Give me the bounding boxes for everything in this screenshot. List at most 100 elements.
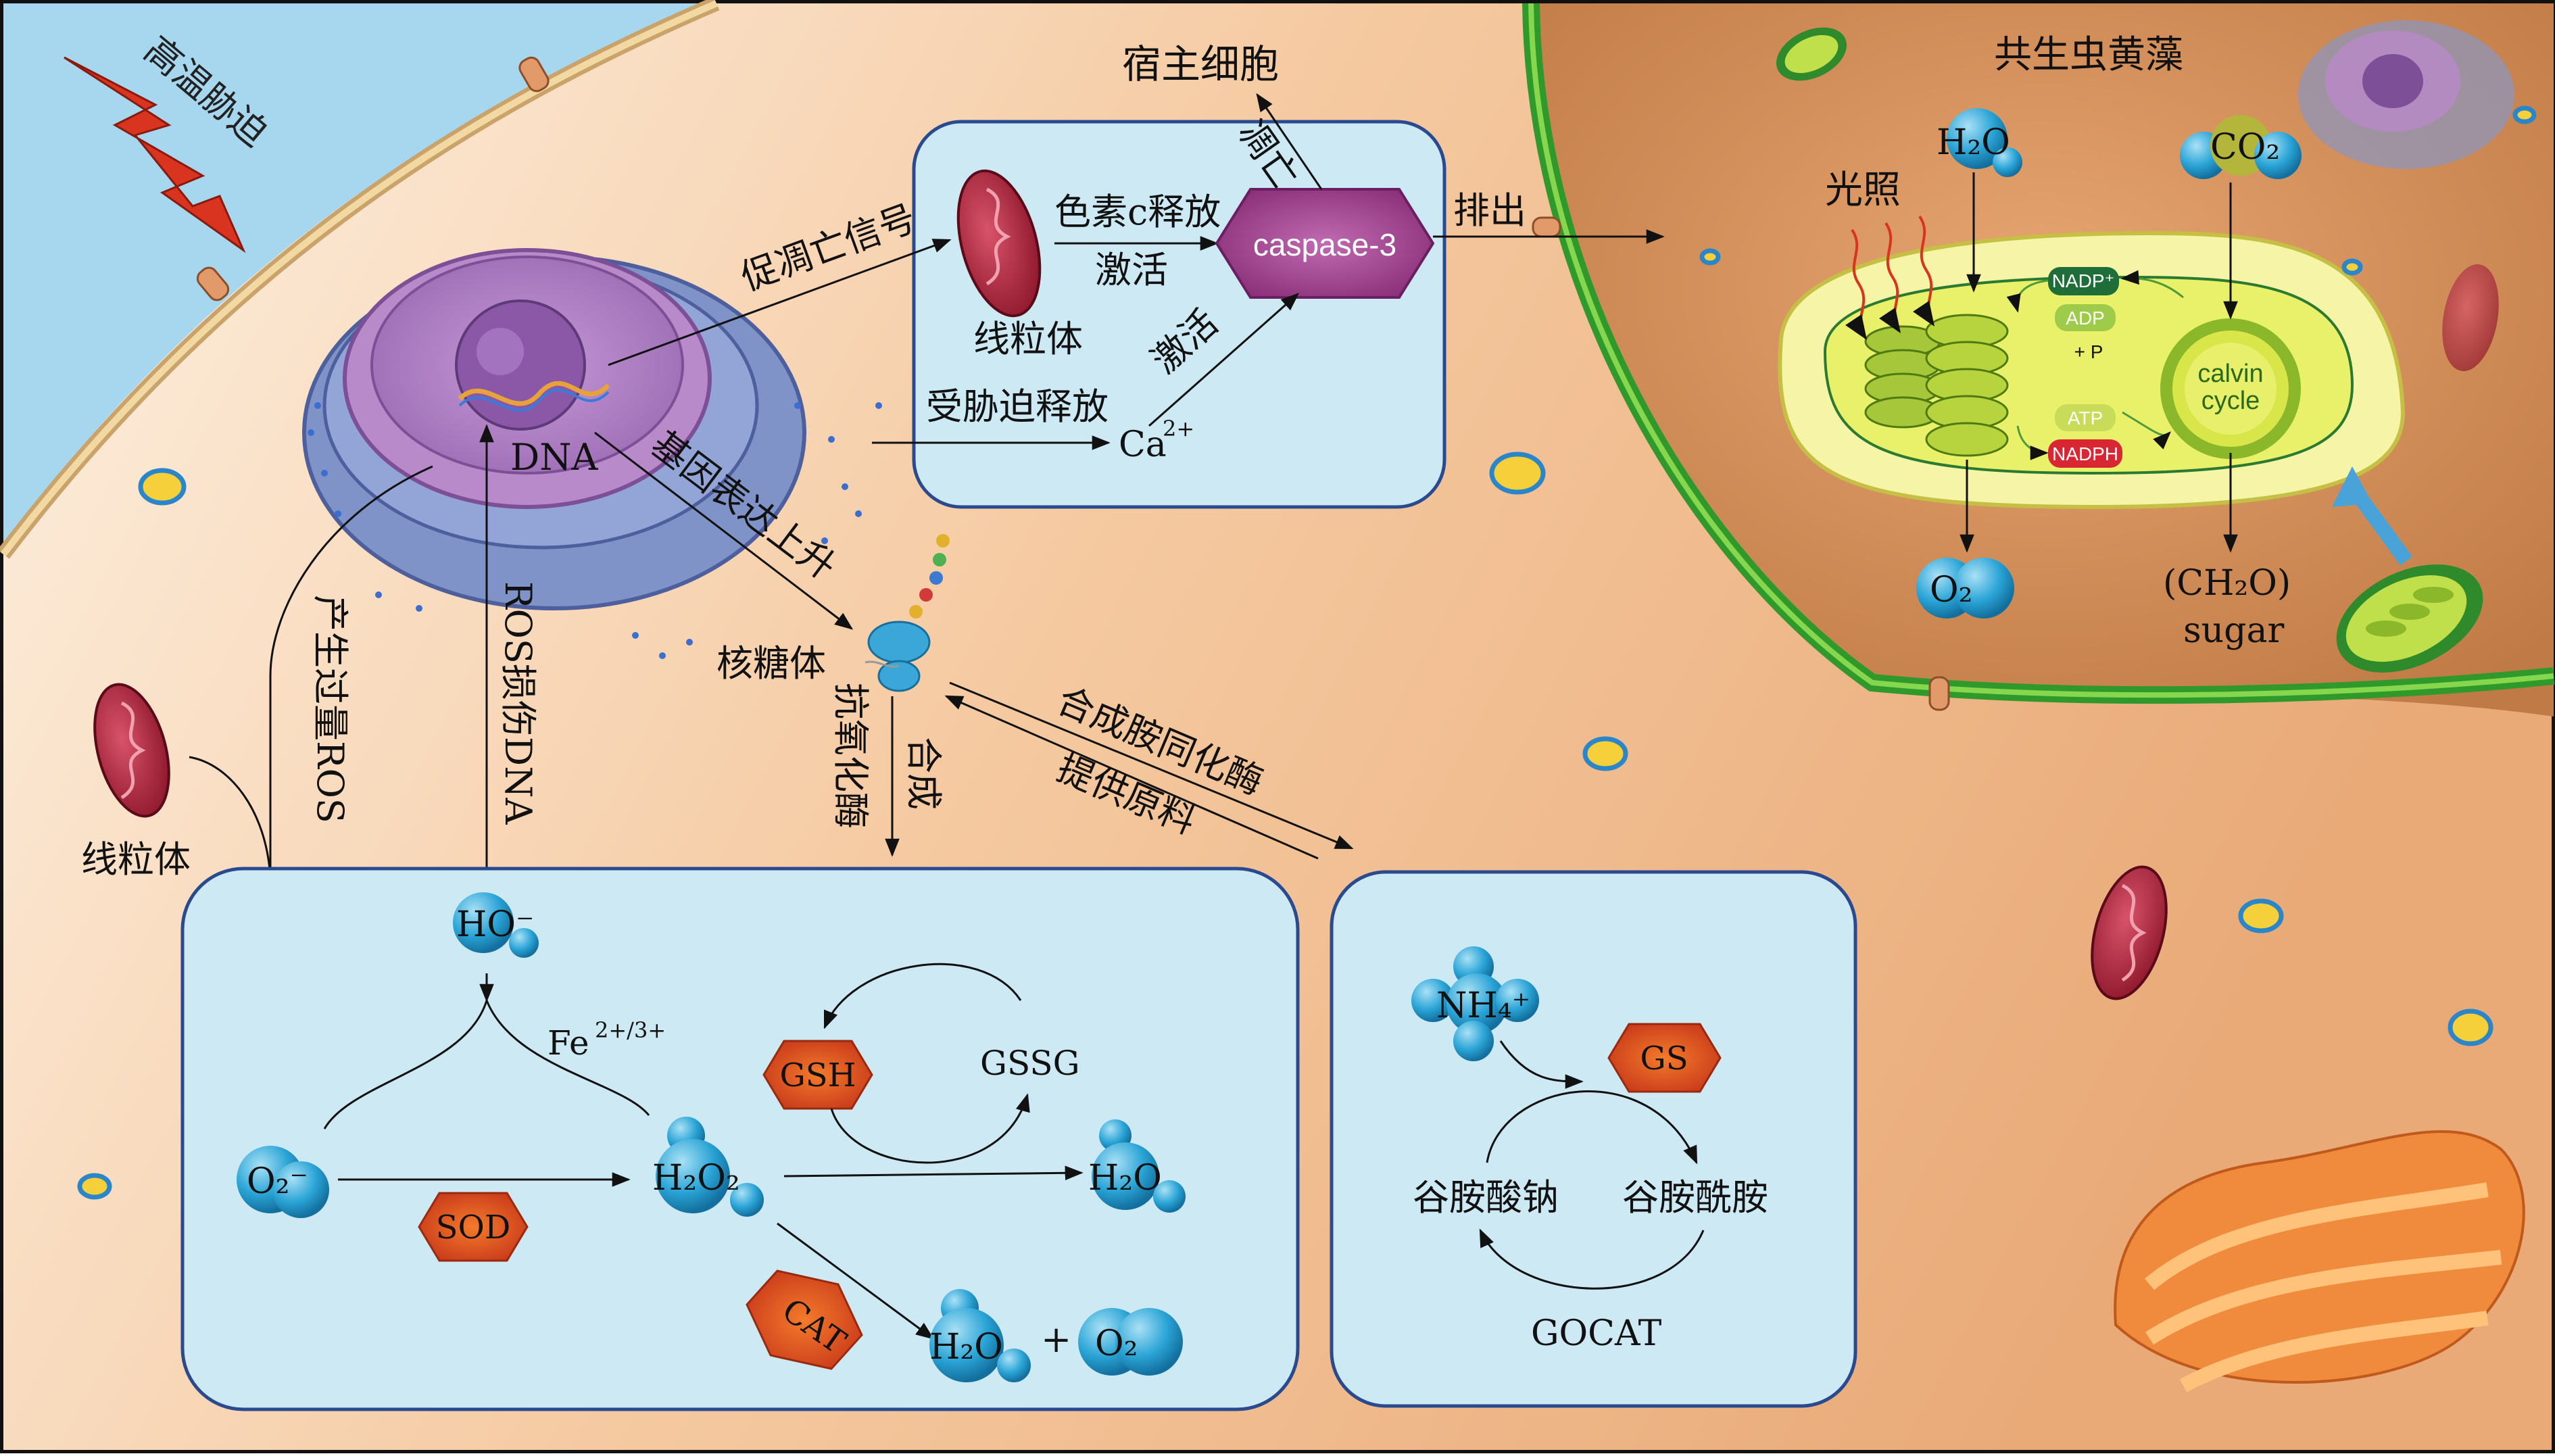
calcium-label: Ca [1119,424,1167,465]
caspase-label: caspase-3 [1253,227,1396,262]
co2-molecule [2180,115,2302,179]
calvin-cycle-icon [2160,318,2301,459]
hydrogen-peroxide-molecule [656,1117,764,1217]
arrow [1479,1228,1705,1290]
h2o-b-label: H₂O [929,1327,1003,1367]
o2-b-label: O₂ [1095,1324,1138,1364]
arrow [1148,293,1300,427]
small-chloroplast-icon [1776,27,1847,81]
excrete-label: 排出 [1453,189,1526,232]
ros-damage-label: ROS损伤DNA [497,581,539,825]
mitochondrion-icon [956,169,1042,318]
golgi-icon [2114,1130,2525,1392]
mitochondrion-icon [2442,264,2499,372]
arrow [823,963,1022,1029]
chloroplast-icon [2336,564,2483,673]
calvin-label: calvin [2197,360,2263,388]
sugar-label: sugar [2183,610,2284,651]
caspase-3-node [1215,188,1435,299]
arrow [608,239,952,366]
membrane-channel [1532,216,1950,711]
nh4-label: NH₄⁺ [1436,986,1530,1026]
gs-label: GS [1640,1040,1688,1077]
heat-stress-icon [64,56,246,253]
nucleus-er-icon [302,248,806,610]
mitochondrion-icon [93,683,170,818]
arrow [263,465,433,1100]
ho-label: HO⁻ [456,904,534,945]
ammonium-molecule [1411,946,1539,1061]
mitochondrion-icon [2091,865,2168,1000]
atp-badge [2055,404,2116,431]
glutamine-label: 谷胺酰胺 [1622,1176,1768,1219]
ribosome-label: 核糖体 [716,642,826,685]
mito-label-left: 线粒体 [81,838,191,881]
arrow [485,1000,650,1116]
fe-sup: 2+/3+ [595,1017,666,1043]
co2-label: CO₂ [2210,127,2280,168]
sod-label: SOD [436,1209,511,1246]
stress-release-label: 受胁迫释放 [926,385,1109,428]
nadp-label: NADP⁺ [2052,270,2115,291]
h2o-a-label: H₂O [1088,1158,1162,1198]
symbiont-label: 共生虫黄藻 [1994,33,2183,77]
water-molecule [1947,108,2022,177]
water-molecule [1092,1119,1186,1213]
o2-minus-label: O₂⁻ [247,1161,308,1202]
external-environment [3,3,710,548]
adp-badge [2055,304,2116,331]
nadph-badge [2048,439,2122,468]
nadp-badge [2048,267,2119,295]
oxygen-molecule [1916,558,2014,618]
oxygen-molecule [1078,1308,1183,1376]
gsh-label: GSH [779,1057,856,1094]
dna-label: DNA [510,436,599,479]
excess-ros-label: 产生过量ROS [309,595,351,823]
h2o2-label: H₂O₂ [652,1158,740,1198]
superoxide-molecule [237,1146,329,1218]
light-icon [1845,215,1934,340]
arrow [1256,93,1323,190]
thylakoid-stack [1864,314,2009,457]
er-dots [308,402,882,659]
plus-label: + [1041,1318,1071,1361]
arrow [783,1165,1084,1181]
adp-label: ADP [2066,308,2105,329]
antioxidant-box [180,867,1300,1411]
arrow [830,1093,1030,1164]
host-cell-label: 宿主细胞 [1122,41,1279,87]
water-molecule [929,1289,1031,1382]
gssg-label: GSSG [980,1044,1080,1083]
pi-label: + P [2074,341,2103,362]
sod-node [418,1192,529,1262]
atp-label: ATP [2068,408,2103,429]
synthesize-label: 合成 [902,737,945,810]
gsh-node [762,1040,873,1110]
arrow [944,695,1319,860]
glutamate-label: 谷胺酸钠 [1413,1176,1559,1219]
fe-label: Fe [548,1023,589,1063]
arrow [189,756,272,879]
arrow [777,1222,935,1340]
sugar-formula-label: (CH₂O) [2163,563,2291,604]
membrane-channel [196,56,550,301]
nadph-label: NADPH [2052,443,2118,464]
gs-node [1607,1023,1722,1093]
arrow [1486,1090,1698,1165]
h2o-label: H₂O [1937,122,2010,163]
vesicle-icon [77,105,2537,1200]
arrow [323,1000,488,1130]
activate-label-1: 激活 [1095,249,1168,291]
mito-label-top: 线粒体 [973,318,1083,360]
antioxidant-label: 抗氧化酶 [829,683,872,829]
light-label: 光照 [1825,168,1901,212]
calcium-sup: 2+ [1163,416,1194,441]
ribosome-icon [865,534,950,692]
nucleus-small-icon [2298,20,2514,169]
arrow [594,431,854,630]
gocat-label: GOCAT [1531,1313,1662,1354]
hydroxyl-molecule [453,892,539,958]
arrow [949,681,1354,850]
cycle-label: cycle [2201,387,2260,415]
